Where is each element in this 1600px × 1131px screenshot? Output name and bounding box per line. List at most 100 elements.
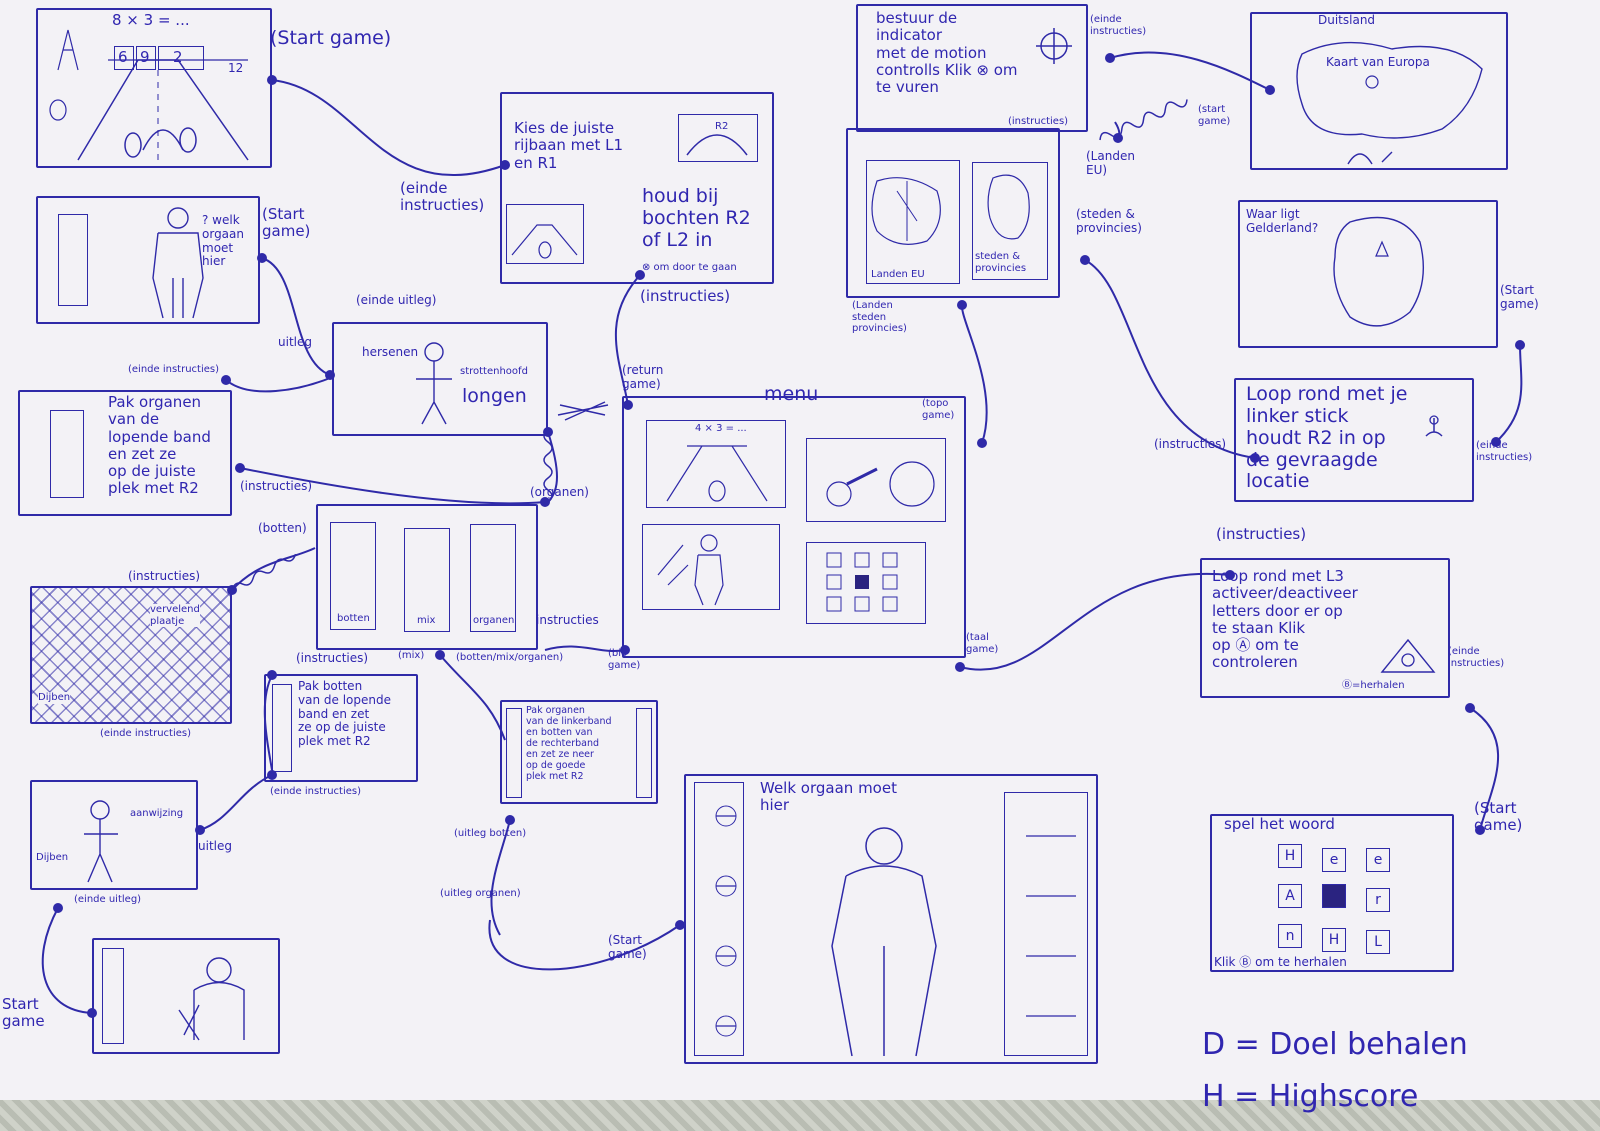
topo-choice-landen[interactable]: Landen EU <box>866 160 960 284</box>
organ-explain-label-right2: longen <box>462 385 527 407</box>
menu-tile-taal[interactable] <box>806 542 926 624</box>
spell-tile-7[interactable]: n <box>1278 924 1302 948</box>
link-bones-game-start[interactable]: Start game <box>2 995 45 1031</box>
mix-instr-box[interactable]: Pak organen van de linkerband en botten … <box>500 700 658 804</box>
link-spell-start[interactable]: (Start game) <box>1474 799 1523 835</box>
main-menu-box[interactable]: menu 4 × 3 = ... <box>622 383 966 658</box>
topo-map-box[interactable]: Duitsland Kaart van Europa <box>1250 12 1508 170</box>
link-steden-provincies[interactable]: (steden & provincies) <box>1076 207 1142 235</box>
organ-explain-box[interactable]: hersenen strottenhoofd longen <box>332 322 548 436</box>
link-botten[interactable]: (botten) <box>258 521 307 535</box>
bones-instr-box[interactable]: Pak botten van de lopende band en zet ze… <box>264 674 418 782</box>
link-organ-instr-end[interactable]: (einde instructies) <box>128 364 220 375</box>
bones-hatched-label-top: vervelend plaatje <box>150 604 200 627</box>
spell-tile-8[interactable]: H <box>1322 928 1346 952</box>
link-organ-instr[interactable]: (instructies) <box>240 479 313 493</box>
topo-choice-box[interactable]: Landen EU steden & provincies <box>846 128 1060 298</box>
spell-tile-6[interactable]: r <box>1366 888 1390 912</box>
link-topo-game[interactable]: (topo game) <box>922 398 955 421</box>
link-botten-mix-organen[interactable]: (botten/mix/organen) <box>456 652 564 663</box>
race-lane-3: 2 <box>158 46 204 70</box>
link-walk-instr[interactable]: (instructies) <box>1154 437 1227 451</box>
link-bones-instr-end[interactable]: (einde instructies) <box>270 786 362 797</box>
link-return-game[interactable]: (return game) <box>622 363 664 391</box>
wire-uitleg-organgame <box>488 919 681 971</box>
gelderland-box[interactable]: Waar ligt Gelderland? <box>1238 200 1498 348</box>
organ-instr-box[interactable]: Pak organen van de lopende band en zet z… <box>18 390 232 516</box>
link-topo-instr[interactable]: (instructies) <box>1008 116 1069 127</box>
link-landen-eu[interactable]: (Landen EU) <box>1086 149 1135 177</box>
menu-tile-race[interactable]: 4 × 3 = ... <box>646 420 786 508</box>
organ-game-box[interactable]: Welk orgaan moet hier <box>684 774 1098 1064</box>
race-instr-badge: R2 <box>715 121 729 132</box>
link-uitleg-organen[interactable]: (uitleg organen) <box>440 888 521 899</box>
legend-line-1: D = Doel behalen <box>1202 1027 1468 1062</box>
topo-choice-steden[interactable]: steden & provincies <box>972 162 1048 280</box>
link-organs-instructies-2[interactable]: instructies <box>536 613 599 627</box>
wire-mix-to-mixinstr <box>439 654 506 741</box>
spell-tile-3[interactable]: e <box>1366 848 1390 872</box>
spell-tile-5[interactable] <box>1322 884 1346 908</box>
spell-tile-2[interactable]: e <box>1322 848 1346 872</box>
walk-instr-box[interactable]: Loop rond met je linker stick houdt R2 i… <box>1234 378 1474 502</box>
menu-tile-bio[interactable] <box>642 524 780 610</box>
slot-botten[interactable]: botten <box>330 522 376 630</box>
wire-organinstr-organsmenu <box>239 467 546 505</box>
slot-organen[interactable]: organen <box>470 524 516 632</box>
bones-game-sidebar <box>102 948 124 1044</box>
link-letters-instr[interactable]: (instructies) <box>1216 525 1307 543</box>
link-walk-instr-end[interactable]: (einde instructies) <box>1476 440 1533 463</box>
slot-mix[interactable]: mix <box>404 528 450 632</box>
spell-tile-4[interactable]: A <box>1278 884 1302 908</box>
wire-topo-menu <box>960 304 988 444</box>
link-organ-which-start[interactable]: (Start game) <box>262 205 311 241</box>
link-landen-steden-menu[interactable]: (Landen steden provincies) <box>852 300 907 334</box>
spell-tile-9[interactable]: L <box>1366 930 1390 954</box>
link-bones-hatched-instr[interactable]: (instructies) <box>128 569 201 583</box>
wire-taal-letters <box>959 572 1231 671</box>
race-track-drawing <box>49 29 249 161</box>
menu-tile-topo[interactable] <box>806 438 946 522</box>
link-letters-instr-end[interactable]: (einde instructies) <box>1448 646 1505 669</box>
race-instructions-box[interactable]: Kies de juiste rijbaan met L1 en R1 houd… <box>500 92 774 284</box>
race-instr-thumb <box>506 204 584 264</box>
link-bones-uitleg[interactable]: uitleg <box>198 839 232 853</box>
link-race-instr[interactable]: (instructies) <box>640 287 731 305</box>
organs-menu-box[interactable]: botten mix organen <box>316 504 538 650</box>
link-organs-instructies[interactable]: (instructies) <box>296 651 369 665</box>
link-organ-einde-uitleg[interactable]: (einde uitleg) <box>356 293 437 307</box>
letters-instr-text-b: Ⓑ=herhalen <box>1342 680 1405 691</box>
bones-hatched-box[interactable]: vervelend plaatje Dijben <box>30 586 232 724</box>
bones-body-icon <box>178 957 245 1041</box>
link-taal-game[interactable]: (taal game) <box>966 632 999 655</box>
link-uitleg-botten[interactable]: (uitleg botten) <box>454 828 527 839</box>
link-organ-uitleg[interactable]: uitleg <box>278 335 312 349</box>
link-bones-hatched-end[interactable]: (einde instructies) <box>100 728 192 739</box>
wire-topochoice-walkinstr <box>1084 259 1256 459</box>
topo-instr-box[interactable]: bestuur de indicator met de motion contr… <box>856 4 1088 132</box>
link-topo-instr-end[interactable]: (einde instructies) <box>1090 14 1147 37</box>
mix-instr-text: Pak organen van de linkerband en botten … <box>526 705 612 782</box>
bones-explain-box[interactable]: aanwijzing Dijben <box>30 780 198 890</box>
link-bio-game[interactable]: (bio game) <box>608 648 641 671</box>
link-organen[interactable]: (organen) <box>530 485 589 499</box>
link-bones-einde-uitleg[interactable]: (einde uitleg) <box>74 894 142 905</box>
race-game-box[interactable]: 8 × 3 = ... 6 9 2 12 <box>36 8 272 168</box>
link-race-instr-end[interactable]: (einde instructies) <box>400 179 485 215</box>
bones-game-box[interactable] <box>92 938 280 1054</box>
letter-grid-icon <box>826 552 898 612</box>
spell-game-box[interactable]: spel het woord H e e A r n H L Klik Ⓑ om… <box>1210 814 1454 972</box>
spell-tile-1[interactable]: H <box>1278 844 1302 868</box>
link-race-start[interactable]: (Start game) <box>270 27 392 49</box>
bones-instr-sidebar <box>272 684 292 772</box>
organ-which-box[interactable]: ? welk orgaan moet hier <box>36 196 260 324</box>
organ-game-left-belt <box>694 782 744 1056</box>
link-gelderland-start[interactable]: (Start game) <box>1500 283 1539 311</box>
letters-instr-box[interactable]: Loop rond met L3 activeer/deactiveer let… <box>1200 558 1450 698</box>
link-topo-map-start[interactable]: (start game) <box>1198 104 1231 127</box>
bones-explain-label-right: aanwijzing <box>130 808 184 819</box>
wire-hatched-organsmenu <box>231 547 316 591</box>
link-organ-game-start[interactable]: (Start game) <box>608 933 647 961</box>
link-mix[interactable]: (mix) <box>398 650 425 661</box>
race-lane-1: 6 <box>114 46 134 70</box>
